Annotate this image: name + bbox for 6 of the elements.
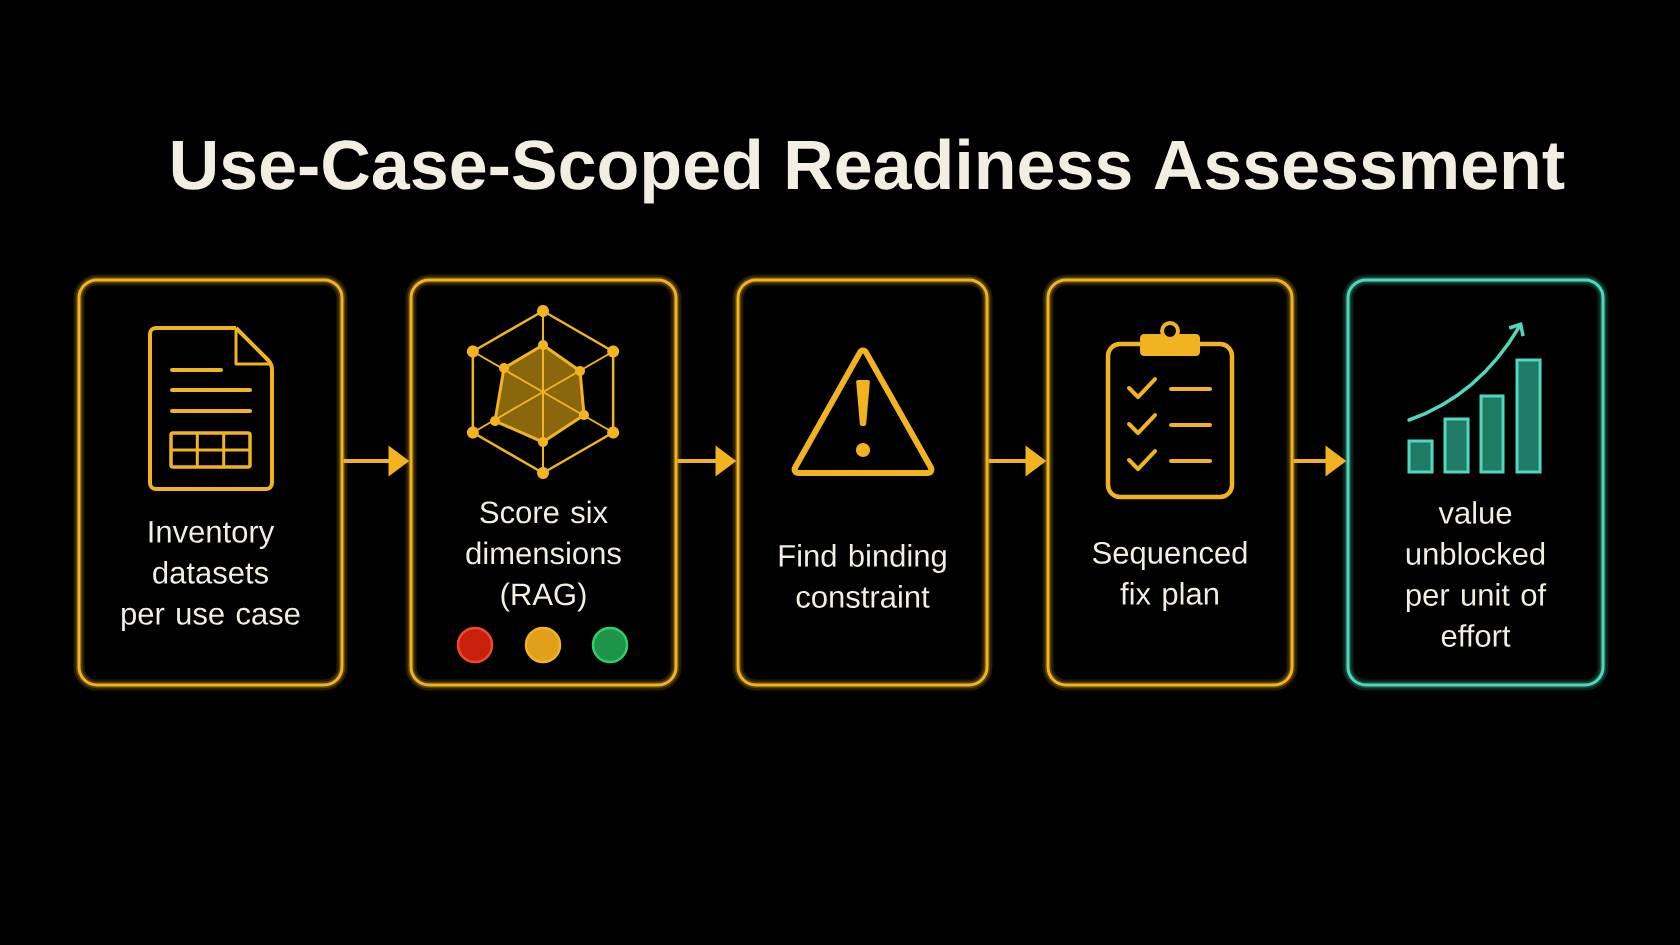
step-card: value unblocked per unit of effort (1342, 274, 1609, 691)
step-card: Inventory datasets per use case (73, 274, 348, 691)
step-card: Score six dimensions (RAG) (405, 274, 682, 691)
step-card: Sequenced fix plan (1042, 274, 1298, 691)
step-card: Find binding constraint (732, 274, 993, 691)
title: Use-Case-Scoped Readiness Assessment (172, 138, 1565, 204)
